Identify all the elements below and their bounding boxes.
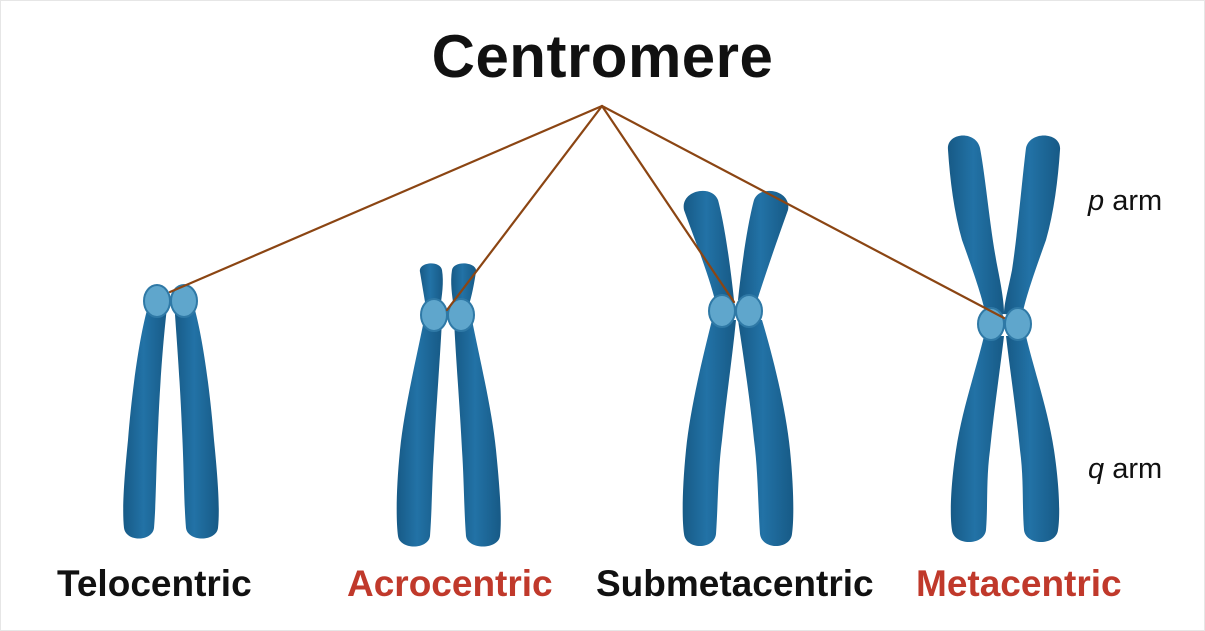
q-arm-word: arm [1112,453,1163,485]
q-arm-right [1006,336,1060,542]
centromere-left [420,298,448,332]
centromere-left [977,307,1005,341]
p-arm-left [947,135,1004,316]
q-arm-left [682,320,736,546]
page-title: Centromere [431,23,774,90]
pointer-line-metacentric [600,104,1006,320]
centromere-left [143,284,171,318]
chromatid-left [123,300,168,539]
q-arm-left [950,336,1004,542]
pointer-line-telocentric [168,104,604,294]
q-arm-right [738,320,794,546]
centromere-right [735,294,763,328]
label-metacentric: Metacentric [916,563,1122,604]
q-arm-label: q arm [1088,453,1162,486]
pointer-lines [168,104,1006,320]
q-arm-left [396,320,442,547]
p-arm-letter: p [1088,185,1105,217]
pointer-line-acrocentric [445,104,604,312]
label-submetacentric: Submetacentric [596,563,874,604]
centromere-left [708,294,736,328]
acrocentric-chromosome [396,263,501,547]
telocentric-chromosome [123,284,219,539]
p-arm-label: p arm [1088,185,1162,218]
p-arm-word: arm [1112,185,1163,217]
chromatid-right [174,300,219,539]
q-arm-right [454,320,501,547]
p-arm-left [683,190,734,304]
p-arm-right [1004,135,1061,316]
pointer-line-submetacentric [600,104,736,304]
label-telocentric: Telocentric [57,563,252,604]
p-arm-left [419,263,443,308]
label-acrocentric: Acrocentric [347,563,553,604]
submetacentric-chromosome [682,190,794,546]
centromere-right [447,298,475,332]
p-arm-right [738,190,789,304]
metacentric-chromosome [947,135,1061,542]
centromere-right [1004,307,1032,341]
q-arm-letter: q [1088,453,1105,485]
